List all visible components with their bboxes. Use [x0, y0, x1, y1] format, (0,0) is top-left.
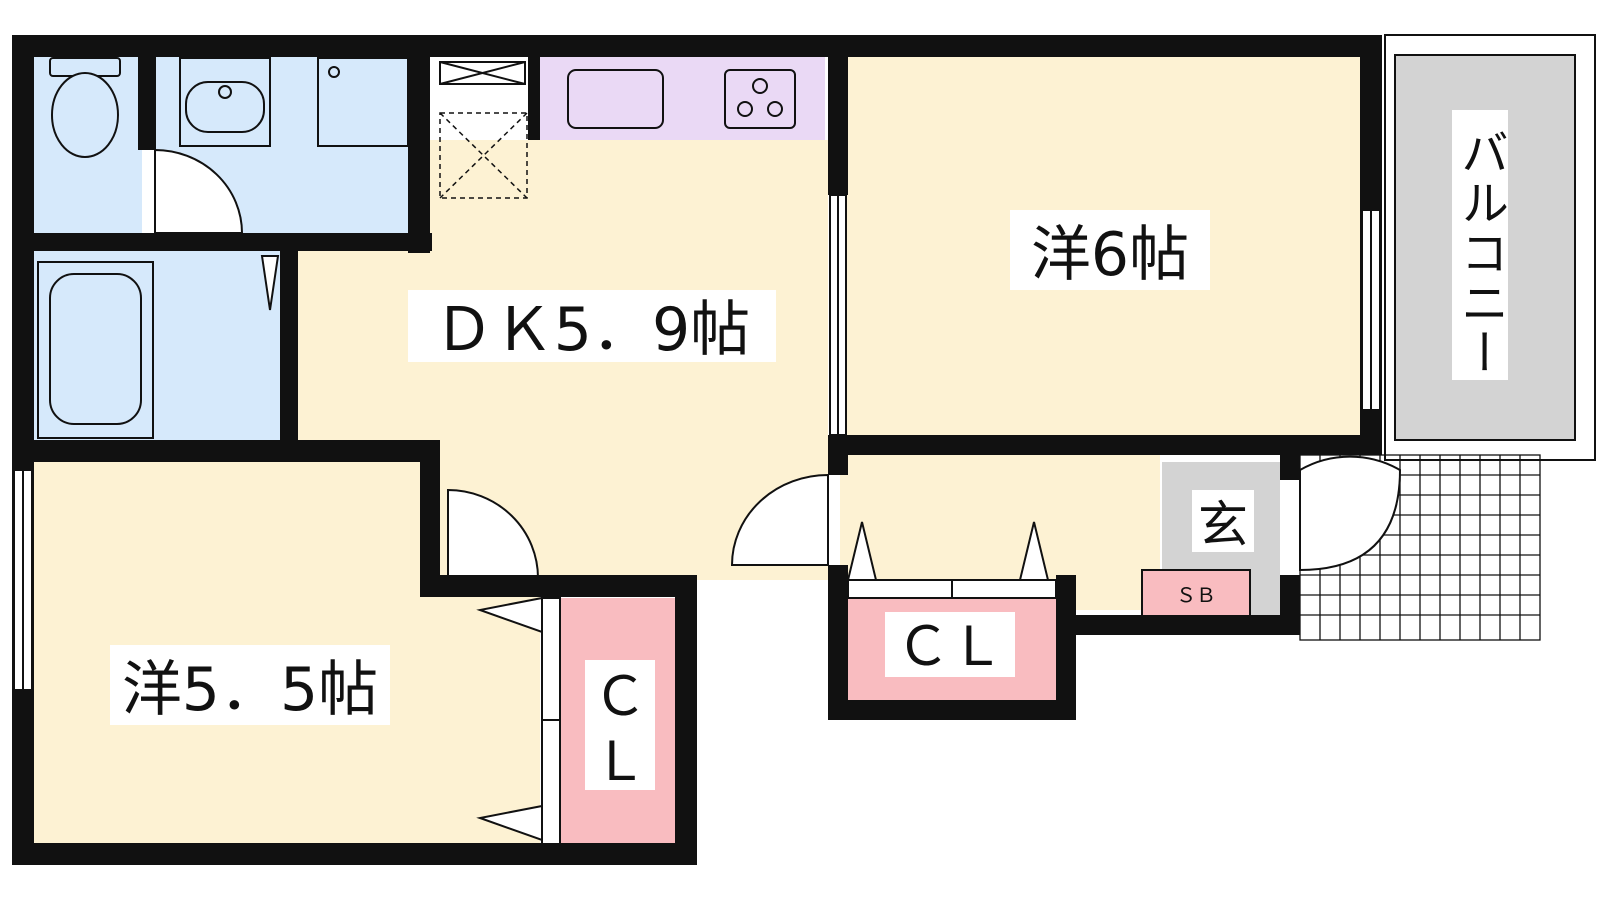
door-swings	[154, 148, 829, 579]
western-6-label-bg	[1010, 210, 1210, 290]
closet-doors	[476, 521, 1057, 846]
storage-box	[439, 61, 526, 85]
closet-left-label-line1: Ｃ	[593, 665, 647, 728]
closet-entry-label-bg	[885, 612, 1015, 677]
shoe-box-label: ＳＢ	[1176, 583, 1216, 607]
entrance-label: 玄	[1198, 496, 1248, 554]
shoe-box	[1141, 569, 1251, 618]
entrance-door-swing	[1299, 455, 1402, 572]
stove	[724, 69, 796, 129]
wash-basin	[179, 57, 271, 147]
windows	[13, 194, 1381, 691]
closet-left-label-bg	[585, 660, 655, 790]
washing-machine	[317, 57, 409, 147]
western-5-5-label-bg	[110, 645, 390, 725]
bathtub	[37, 261, 154, 439]
toilet-fixture	[49, 57, 121, 158]
fridge-space	[439, 112, 528, 199]
kitchen-sink	[567, 69, 664, 129]
balcony-label-bg	[1452, 110, 1508, 380]
western-5-5-room-ext	[420, 585, 540, 845]
entrance-label-bg	[1192, 490, 1254, 552]
dk-label-bg	[408, 290, 776, 362]
western-5-5-label: 洋5．5帖	[122, 655, 378, 725]
closet-left-label-line2: Ｌ	[593, 730, 647, 793]
western-6-label: 洋6帖	[1031, 220, 1189, 290]
dk-label: ＤＫ5．9帖	[434, 295, 750, 365]
closet-entry-label: ＣＬ	[896, 615, 1004, 678]
balcony-label: バルコニー	[1452, 128, 1508, 378]
walls	[12, 35, 1382, 865]
